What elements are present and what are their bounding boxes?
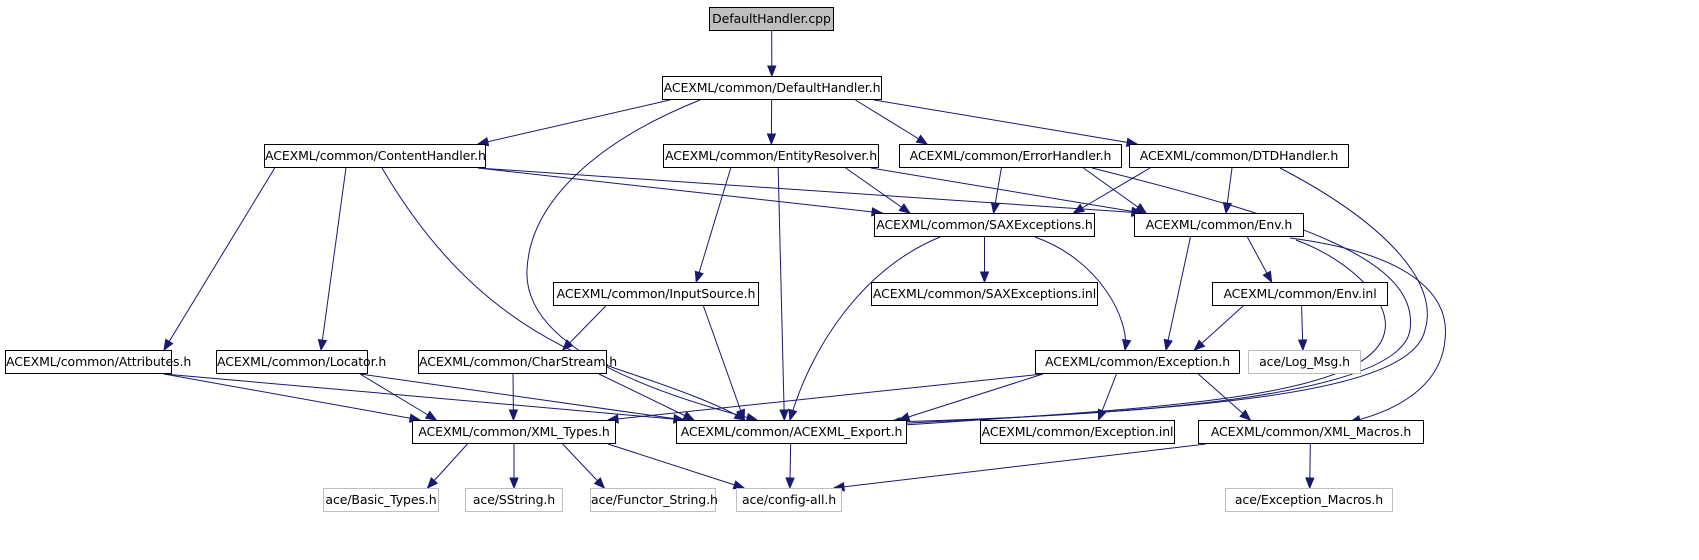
arrowhead-defh-to-error — [915, 134, 929, 145]
edge-defh-to-error — [855, 99, 928, 145]
edge-dtd-to-export — [889, 167, 1428, 425]
arrowhead-envinl-to-exception — [1193, 339, 1206, 351]
edge-envinl-to-exception — [1194, 305, 1244, 351]
arrowhead-xmltypes-to-basic — [426, 477, 439, 489]
arrowhead-export-to-config — [785, 477, 795, 490]
arrowhead-dtd-to-env — [1222, 201, 1233, 215]
node-error[interactable]: ACEXML/common/ErrorHandler.h — [899, 144, 1122, 168]
node-envinl[interactable]: ACEXML/common/Env.inl — [1212, 282, 1388, 306]
node-excmacros: ace/Exception_Macros.h — [1225, 488, 1393, 512]
arrowhead-defh-to-entity — [766, 133, 777, 146]
edge-entity-to-saxexc — [845, 167, 911, 214]
arrowhead-xmltypes-to-sstring — [509, 477, 519, 490]
arrowhead-saxexc-to-saxinl — [979, 271, 990, 284]
edge-exception-to-xmltypes — [607, 373, 1044, 421]
arrowhead-input-to-charstream — [561, 339, 574, 351]
node-attr[interactable]: ACEXML/common/Attributes.h — [5, 350, 191, 374]
arrowhead-entity-to-export — [779, 409, 789, 422]
node-dtd[interactable]: ACEXML/common/DTDHandler.h — [1129, 144, 1349, 168]
node-input[interactable]: ACEXML/common/InputSource.h — [553, 282, 759, 306]
edge-entity-to-env — [870, 167, 1143, 214]
edge-error-to-env — [1083, 167, 1147, 214]
arrowhead-charstream-to-xmltypes — [508, 409, 519, 422]
edge-xmltypes-to-config — [607, 443, 745, 489]
edge-saxexc-to-export — [789, 236, 941, 421]
node-macros[interactable]: ACEXML/common/XML_Macros.h — [1198, 420, 1424, 444]
arrowhead-charstream-to-export — [682, 411, 696, 421]
node-saxexc[interactable]: ACEXML/common/SAXExceptions.h — [874, 213, 1095, 237]
arrowhead-error-to-saxexc — [990, 201, 1001, 215]
edge-exception-to-macros — [1197, 373, 1251, 421]
arrowhead-input-to-export — [736, 408, 746, 422]
node-xmltypes[interactable]: ACEXML/common/XML_Types.h — [412, 420, 616, 444]
node-entity[interactable]: ACEXML/common/EntityResolver.h — [663, 144, 879, 168]
node-charstream[interactable]: ACEXML/common/CharStream.h — [418, 350, 617, 374]
arrowhead-saxexc-to-export — [788, 408, 798, 422]
node-logmsg: ace/Log_Msg.h — [1248, 350, 1361, 374]
node-basic: ace/Basic_Types.h — [323, 488, 439, 512]
node-saxinl[interactable]: ACEXML/common/SAXExceptions.inl — [871, 282, 1098, 306]
arrowhead-error-to-env — [1134, 203, 1148, 214]
edge-locator-to-xmltypes — [359, 373, 437, 421]
arrowhead-exception-to-macros — [1239, 409, 1252, 421]
edge-entity-to-export — [777, 167, 785, 421]
node-locator[interactable]: ACEXML/common/Locator.h — [216, 350, 386, 374]
node-excinl[interactable]: ACEXML/common/Exception.inl — [980, 420, 1175, 444]
arrowhead-content-to-locator — [317, 338, 328, 352]
arrowhead-entity-to-input — [694, 270, 704, 284]
edge-attr-to-export — [163, 373, 685, 421]
edge-defh-to-dtd — [873, 99, 1138, 145]
edge-env-to-export — [889, 239, 1386, 427]
arrowhead-envinl-to-logmsg — [1297, 339, 1308, 352]
arrowhead-saxexc-to-exception — [1122, 338, 1132, 352]
node-exception[interactable]: ACEXML/common/Exception.h — [1035, 350, 1240, 374]
edge-input-to-export — [702, 305, 745, 421]
node-content[interactable]: ACEXML/common/ContentHandler.h — [264, 144, 486, 168]
arrowhead-exception-to-excinl — [1097, 408, 1107, 422]
arrowhead-env-to-exception — [1163, 338, 1173, 352]
edge-content-to-attr — [163, 167, 276, 351]
edge-content-to-locator — [320, 167, 347, 351]
arrowhead-env-to-envinl — [1262, 270, 1273, 284]
edge-entity-to-input — [695, 167, 732, 283]
edge-locator-to-export — [359, 373, 685, 421]
edge-macros-to-config — [833, 443, 1207, 489]
edge-content-to-env — [477, 167, 1143, 214]
node-config: ace/config-all.h — [736, 488, 842, 512]
arrowhead-content-to-attr — [163, 338, 174, 352]
edge-attr-to-xmltypes — [163, 373, 421, 421]
edge-content-to-saxexc — [477, 167, 883, 214]
node-env[interactable]: ACEXML/common/Env.h — [1134, 213, 1304, 237]
edge-env-to-macros — [1289, 237, 1447, 423]
arrowhead-dtd-to-saxexc — [1072, 203, 1086, 214]
node-cpp[interactable]: DefaultHandler.cpp — [709, 7, 834, 31]
arrowhead-locator-to-xmltypes — [424, 410, 438, 421]
edge-defh-to-export — [526, 99, 758, 421]
node-defh[interactable]: ACEXML/common/DefaultHandler.h — [662, 76, 882, 100]
edge-exception-to-export — [898, 373, 1044, 421]
edge-dtd-to-saxexc — [1073, 167, 1151, 214]
arrowhead-cpp-to-defh — [767, 65, 777, 78]
node-export[interactable]: ACEXML/common/ACEXML_Export.h — [676, 420, 907, 444]
edge-saxexc-to-exception — [1034, 236, 1127, 351]
arrowhead-xmltypes-to-functor — [593, 477, 606, 489]
node-sstring: ace/SString.h — [465, 488, 563, 512]
node-functor: ace/Functor_String.h — [590, 488, 718, 512]
arrowhead-entity-to-saxexc — [898, 203, 911, 214]
arrowhead-macros-to-excmacros — [1305, 477, 1315, 490]
edge-defh-to-content — [477, 99, 671, 145]
edge-env-to-exception — [1165, 236, 1191, 351]
